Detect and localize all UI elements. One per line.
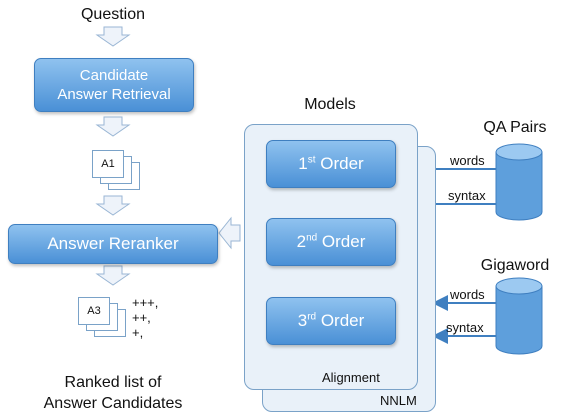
gigaword-cylinder xyxy=(495,277,543,355)
second-order-box: 2nd Order xyxy=(266,218,396,266)
second-order-label: 2nd Order xyxy=(296,232,366,251)
score-3: +, xyxy=(132,325,144,340)
answer-reranker-label: Answer Reranker xyxy=(47,234,179,253)
giga-syntax-label: syntax xyxy=(446,320,484,335)
doc-a3: A3 xyxy=(78,297,110,325)
ranked-list-line2: Answer Candidates xyxy=(43,395,183,412)
alignment-label: Alignment xyxy=(322,370,380,385)
candidate-retrieval-label: Candidate Answer Retrieval xyxy=(57,67,171,103)
hollow-arrow-4 xyxy=(95,265,131,286)
qa-pairs-title: QA Pairs xyxy=(483,119,547,136)
first-order-box: 1st Order xyxy=(266,140,396,188)
nnlm-label: NNLM xyxy=(380,393,417,408)
hollow-arrow-3 xyxy=(95,195,131,216)
first-order-label: 1st Order xyxy=(298,154,364,173)
hollow-arrow-2 xyxy=(95,116,131,137)
question-label: Question xyxy=(80,6,146,23)
qa-syntax-label: syntax xyxy=(448,188,486,203)
models-title: Models xyxy=(304,96,356,113)
third-order-label: 3rd Order xyxy=(297,311,365,330)
hollow-arrow-1 xyxy=(95,26,131,47)
answer-reranker-box: Answer Reranker xyxy=(8,224,218,264)
gigaword-title: Gigaword xyxy=(480,257,550,274)
doc-a1-label: A1 xyxy=(101,158,115,170)
hollow-arrow-left xyxy=(218,216,241,250)
candidate-retrieval-box: Candidate Answer Retrieval xyxy=(34,58,194,112)
score-2: ++, xyxy=(132,310,151,325)
score-1: +++, xyxy=(132,295,159,310)
doc-a3-label: A3 xyxy=(87,305,101,317)
doc-a1: A1 xyxy=(92,150,124,178)
qa-words-label: words xyxy=(450,153,485,168)
third-order-box: 3rd Order xyxy=(266,297,396,345)
giga-words-label: words xyxy=(450,287,485,302)
ranked-list-line1: Ranked list of xyxy=(64,374,162,391)
qa-pairs-cylinder xyxy=(495,143,543,221)
